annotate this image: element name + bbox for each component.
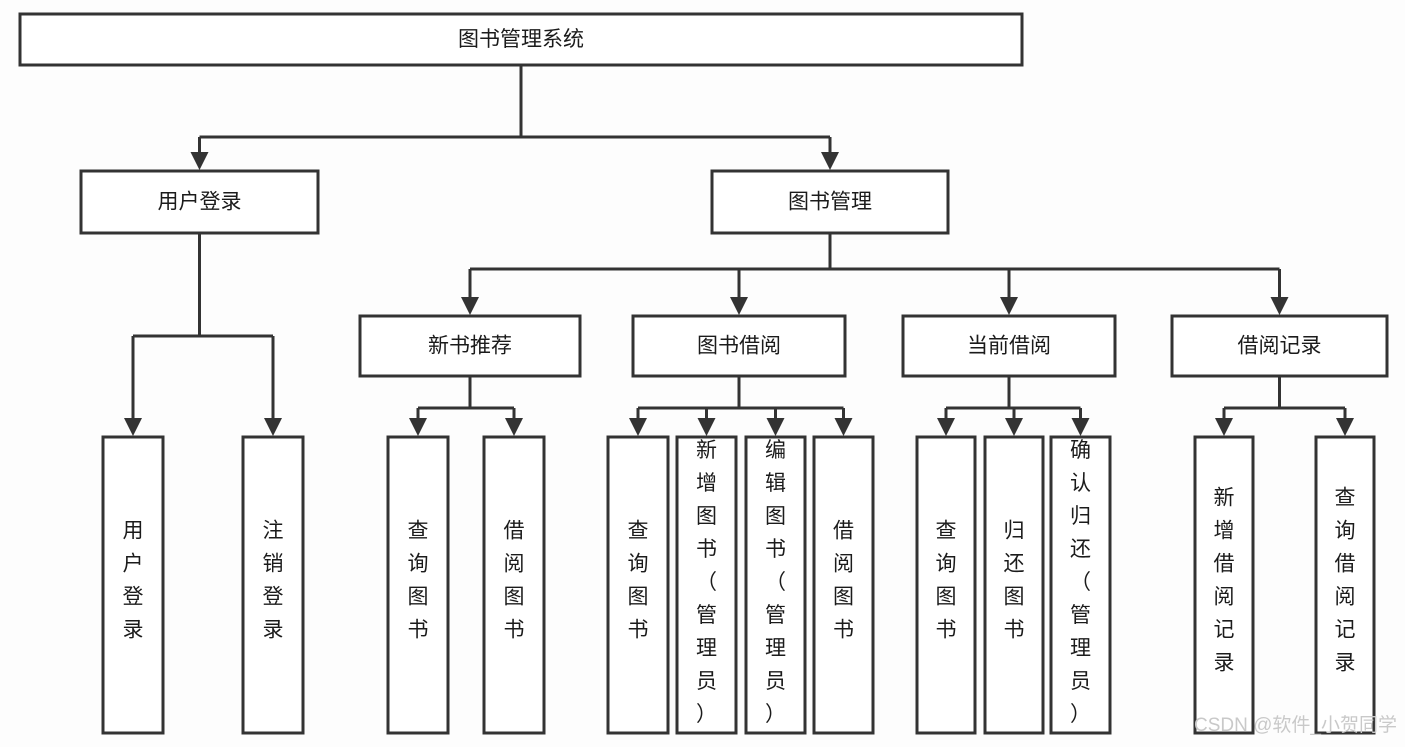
arrow-icon-new-book-recommend-to-leaf-query-book-recommend — [409, 418, 427, 436]
node-leaf-query-book-borrow[interactable]: 查询图书 — [606, 435, 670, 735]
arrow-icon-book-manage-to-book-borrow — [730, 297, 748, 315]
node-box-leaf-borrow-book — [812, 435, 875, 735]
node-leaf-add-borrow-record[interactable]: 新增借阅记录 — [1193, 435, 1255, 735]
node-leaf-user-login[interactable]: 用户登录 — [101, 435, 165, 735]
node-user-login[interactable]: 用户登录 — [79, 169, 320, 235]
node-box-leaf-user-logout — [241, 435, 305, 735]
node-current-borrow[interactable]: 当前借阅 — [901, 314, 1117, 378]
node-leaf-query-book-current[interactable]: 查询图书 — [915, 435, 977, 735]
node-layer: 图书管理系统用户登录图书管理新书推荐图书借阅当前借阅借阅记录用户登录注销登录查询… — [18, 12, 1389, 735]
csdn-watermark: CSDN @软件_小贺同学 — [1194, 714, 1397, 736]
node-box-current-borrow — [901, 314, 1117, 378]
node-label-leaf-borrow-book: 借阅图书 — [833, 520, 854, 642]
node-box-book-manage — [710, 169, 950, 235]
arrow-icon-book-borrow-to-leaf-borrow-book — [834, 418, 853, 436]
arrow-icon-user-login-to-leaf-user-login — [124, 418, 142, 436]
node-label-root: 图书管理系统 — [458, 28, 584, 51]
node-label-new-book-recommend: 新书推荐 — [428, 335, 512, 358]
node-box-new-book-recommend — [358, 314, 582, 378]
node-label-leaf-query-book-recommend: 查询图书 — [408, 520, 429, 642]
node-leaf-borrow-book-recommend[interactable]: 借阅图书 — [482, 435, 546, 735]
node-box-leaf-add-book-admin — [675, 435, 738, 735]
node-label-leaf-query-book-current: 查询图书 — [936, 520, 957, 642]
node-book-borrow[interactable]: 图书借阅 — [631, 314, 847, 378]
node-leaf-add-book-admin[interactable]: 新增图书（管理员） — [675, 435, 738, 735]
node-box-borrow-record — [1170, 314, 1389, 378]
node-label-book-borrow: 图书借阅 — [697, 335, 781, 358]
node-box-leaf-user-login — [101, 435, 165, 735]
connector-layer — [124, 65, 1354, 436]
node-box-leaf-query-book-borrow — [606, 435, 670, 735]
arrow-icon-book-manage-to-borrow-record — [1270, 297, 1289, 315]
arrow-icon-book-borrow-to-leaf-add-book-admin — [697, 418, 716, 436]
node-label-leaf-query-book-borrow: 查询图书 — [628, 520, 649, 642]
node-label-book-manage: 图书管理 — [788, 191, 872, 214]
node-label-borrow-record: 借阅记录 — [1238, 335, 1322, 358]
node-label-leaf-confirm-return-admin: 确认归还（管理员） — [1070, 439, 1091, 726]
arrow-icon-book-manage-to-new-book-recommend — [461, 297, 479, 315]
node-label-user-login: 用户登录 — [158, 191, 242, 214]
node-leaf-borrow-book[interactable]: 借阅图书 — [812, 435, 875, 735]
node-box-leaf-confirm-return-admin — [1049, 435, 1112, 735]
arrow-icon-new-book-recommend-to-leaf-borrow-book-recommend — [505, 418, 523, 436]
node-box-leaf-query-book-recommend — [386, 435, 450, 735]
node-label-current-borrow: 当前借阅 — [967, 335, 1051, 358]
node-new-book-recommend[interactable]: 新书推荐 — [358, 314, 582, 378]
node-label-leaf-add-borrow-record: 新增借阅记录 — [1214, 487, 1235, 675]
arrow-icon-current-borrow-to-leaf-query-book-current — [937, 418, 955, 436]
node-label-leaf-query-borrow-record: 查询借阅记录 — [1335, 487, 1356, 675]
node-leaf-query-book-recommend[interactable]: 查询图书 — [386, 435, 450, 735]
node-box-leaf-query-book-current — [915, 435, 977, 735]
node-label-leaf-user-login: 用户登录 — [123, 520, 144, 642]
arrow-icon-borrow-record-to-leaf-add-borrow-record — [1215, 418, 1233, 436]
node-label-leaf-add-book-admin: 新增图书（管理员） — [696, 439, 717, 726]
node-box-leaf-add-borrow-record — [1193, 435, 1255, 735]
node-leaf-query-borrow-record[interactable]: 查询借阅记录 — [1314, 435, 1376, 735]
arrow-icon-book-borrow-to-leaf-edit-book-admin — [766, 418, 785, 436]
node-label-leaf-return-book: 归还图书 — [1004, 520, 1025, 642]
node-leaf-user-logout[interactable]: 注销登录 — [241, 435, 305, 735]
arrow-icon-root-to-user-login — [190, 152, 209, 170]
arrow-icon-borrow-record-to-leaf-query-borrow-record — [1336, 418, 1354, 436]
node-box-root — [18, 12, 1024, 67]
node-box-leaf-return-book — [983, 435, 1045, 735]
node-borrow-record[interactable]: 借阅记录 — [1170, 314, 1389, 378]
node-leaf-return-book[interactable]: 归还图书 — [983, 435, 1045, 735]
node-box-user-login — [79, 169, 320, 235]
arrow-icon-current-borrow-to-leaf-confirm-return-admin — [1071, 418, 1090, 436]
arrow-icon-book-manage-to-current-borrow — [1000, 297, 1018, 315]
node-label-leaf-borrow-book-recommend: 借阅图书 — [504, 520, 525, 642]
node-leaf-confirm-return-admin[interactable]: 确认归还（管理员） — [1049, 435, 1112, 735]
node-label-leaf-edit-book-admin: 编辑图书（管理员） — [765, 439, 786, 726]
node-book-manage[interactable]: 图书管理 — [710, 169, 950, 235]
node-box-book-borrow — [631, 314, 847, 378]
arrow-icon-current-borrow-to-leaf-return-book — [1005, 418, 1023, 436]
node-label-leaf-user-logout: 注销登录 — [263, 520, 284, 642]
arrow-icon-user-login-to-leaf-user-logout — [264, 418, 282, 436]
node-root[interactable]: 图书管理系统 — [18, 12, 1024, 67]
node-box-leaf-query-borrow-record — [1314, 435, 1376, 735]
arrow-icon-book-borrow-to-leaf-query-book-borrow — [629, 418, 647, 436]
node-leaf-edit-book-admin[interactable]: 编辑图书（管理员） — [744, 435, 807, 735]
node-box-leaf-borrow-book-recommend — [482, 435, 546, 735]
arrow-icon-root-to-book-manage — [821, 152, 839, 170]
node-box-leaf-edit-book-admin — [744, 435, 807, 735]
